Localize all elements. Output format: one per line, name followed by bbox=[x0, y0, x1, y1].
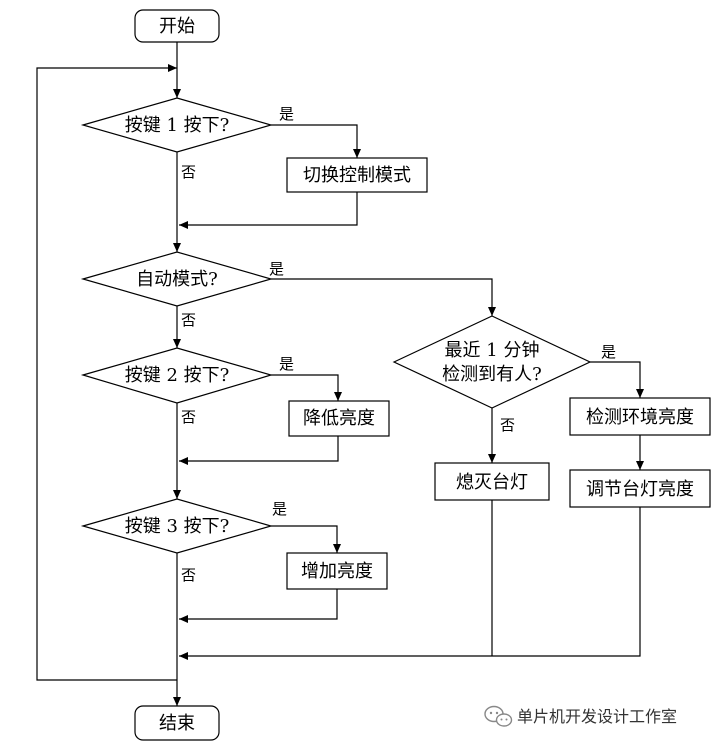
decision-key3: 按键 3 按下? bbox=[80, 498, 274, 554]
decision-key1: 按键 1 按下? bbox=[80, 97, 274, 153]
process-lamp-off-label: 熄灭台灯 bbox=[456, 472, 528, 493]
decision-key2-label: 按键 2 按下? bbox=[125, 365, 230, 386]
decision-auto-mode-label: 自动模式? bbox=[136, 269, 218, 290]
process-switch-mode-label: 切换控制模式 bbox=[303, 165, 411, 186]
process-detect-env-label: 检测环境亮度 bbox=[586, 407, 694, 428]
edge-dim-merge bbox=[179, 436, 339, 465]
process-lamp-off: 熄灭台灯 bbox=[434, 462, 550, 501]
yes-label-key1: 是 bbox=[279, 105, 294, 123]
process-dim: 降低亮度 bbox=[288, 400, 390, 437]
process-switch-mode: 切换控制模式 bbox=[286, 157, 428, 193]
end-label: 结束 bbox=[159, 713, 195, 734]
no-label-key1: 否 bbox=[181, 163, 196, 181]
no-label-key2: 否 bbox=[181, 408, 196, 426]
yes-label-detect: 是 bbox=[601, 343, 616, 361]
yes-label-key3: 是 bbox=[272, 500, 287, 518]
yes-label-auto: 是 bbox=[269, 260, 284, 278]
watermark-text: 单片机开发设计工作室 bbox=[517, 707, 677, 726]
edge-key2-yes bbox=[271, 374, 342, 401]
no-label-key3: 否 bbox=[181, 566, 196, 584]
process-brighten-label: 增加亮度 bbox=[301, 561, 373, 582]
decision-auto-mode: 自动模式? bbox=[80, 251, 274, 307]
decision-person-detected: 最近 1 分钟 检测到有人? bbox=[392, 315, 592, 409]
edge-key3-yes bbox=[271, 525, 341, 553]
process-detect-env: 检测环境亮度 bbox=[569, 397, 711, 436]
process-brighten: 增加亮度 bbox=[286, 552, 388, 590]
connectors bbox=[36, 42, 644, 706]
decision-key2: 按键 2 按下? bbox=[80, 347, 274, 404]
edge-auto-yes bbox=[271, 278, 496, 316]
edge-key1-yes bbox=[271, 124, 361, 158]
process-adjust-lamp: 调节台灯亮度 bbox=[569, 469, 711, 508]
yes-label-key2: 是 bbox=[279, 355, 294, 373]
end-node: 结束 bbox=[134, 705, 220, 741]
watermark: 单片机开发设计工作室 bbox=[484, 705, 677, 727]
edge-loop-back bbox=[36, 64, 177, 681]
wechat-icon bbox=[484, 705, 513, 727]
decision-person-line2: 检测到有人? bbox=[442, 364, 542, 385]
no-label-detect: 否 bbox=[500, 416, 515, 434]
start-label: 开始 bbox=[159, 16, 195, 37]
process-adjust-lamp-label: 调节台灯亮度 bbox=[586, 479, 694, 500]
no-label-auto: 否 bbox=[181, 311, 196, 329]
decision-key1-label: 按键 1 按下? bbox=[125, 115, 230, 136]
edge-detect-yes bbox=[590, 361, 644, 398]
process-dim-label: 降低亮度 bbox=[303, 408, 375, 429]
decision-person-line1: 最近 1 分钟 bbox=[445, 340, 540, 361]
edge-brighten-merge bbox=[179, 589, 338, 623]
start-node: 开始 bbox=[134, 9, 220, 43]
edge-switch-merge bbox=[179, 192, 358, 229]
edge-adjust-merge bbox=[179, 507, 641, 660]
decision-key3-label: 按键 3 按下? bbox=[125, 516, 230, 537]
